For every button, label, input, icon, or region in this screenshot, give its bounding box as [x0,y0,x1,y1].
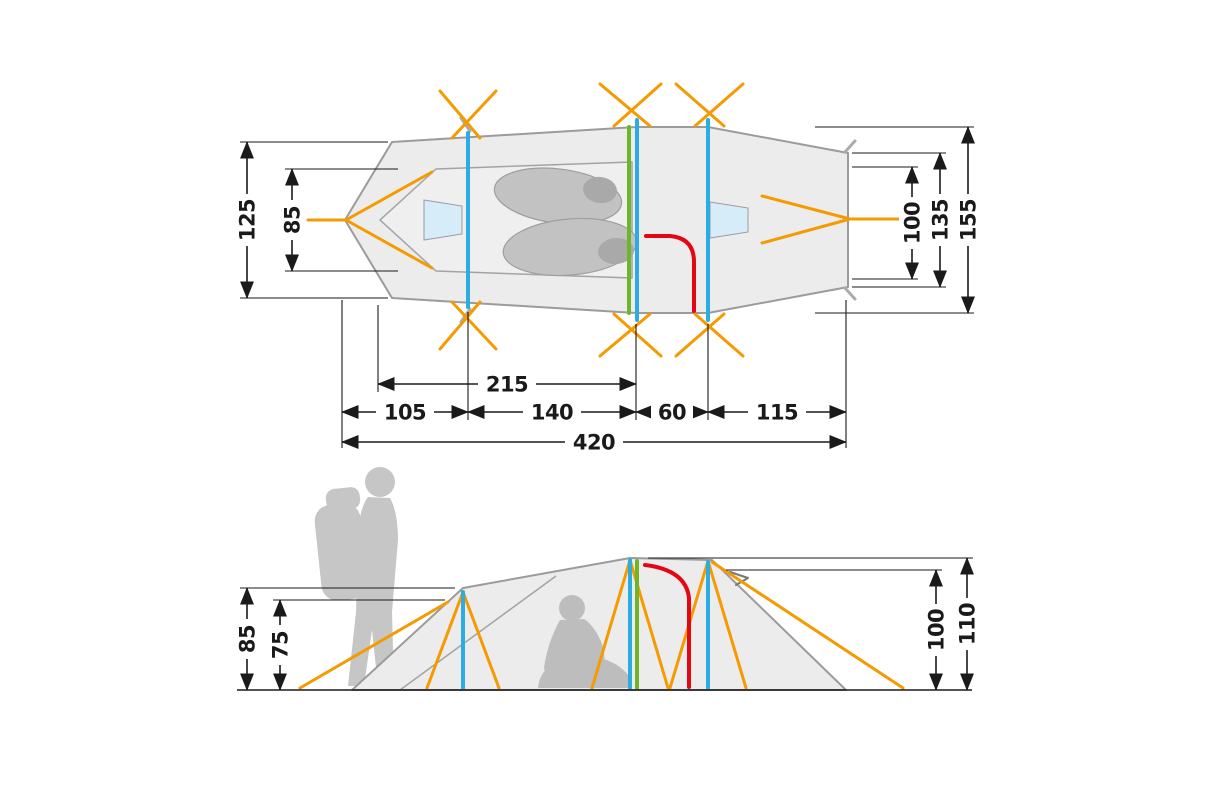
dim-label-60: 60 [658,400,686,424]
dim-width-right-inner: 100 [852,166,925,280]
dim-width-left-outer: 125 [234,141,388,299]
poles-side [461,558,710,690]
door-zipper-top [644,234,696,313]
side-view: 85 75 100 110 [234,467,980,691]
top-view: 125 85 100 [234,82,981,455]
sleeping-mats [493,167,638,277]
dim-height-left-inner: 75 [267,599,445,691]
dim-label-h110: 110 [955,603,979,645]
dim-width-right-outer: 155 [815,126,981,314]
dim-label-215: 215 [486,372,528,396]
dim-label-100: 100 [900,202,924,244]
guy-lines-top [306,82,908,358]
dim-label-h75: 75 [268,631,292,659]
dim-height-left-outer: 85 [234,587,455,691]
dim-label-420: 420 [573,430,615,454]
poles-top [466,118,710,322]
dim-lengths-bottom: 215 105 140 60 115 [341,300,847,455]
sitting-person-silhouette [538,595,632,688]
dim-label-115: 115 [756,400,798,424]
dim-height-right-outer: 110 [648,557,980,691]
dim-label-h85: 85 [235,625,259,653]
front-vent [423,199,463,241]
dim-label-125: 125 [235,199,259,241]
dim-label-135: 135 [928,199,952,241]
dim-label-h100: 100 [924,609,948,651]
dim-label-105: 105 [384,400,426,424]
dim-label-155: 155 [956,199,980,241]
door-zipper-side [643,563,691,689]
dim-width-right-mid: 135 [852,152,953,288]
hiker-silhouette [314,467,398,686]
dim-label-85: 85 [280,206,304,234]
dim-height-right-inner: 100 [726,569,949,691]
rear-vent-flap [729,571,749,586]
dim-label-140: 140 [531,400,573,424]
dim-width-left-inner: 85 [279,168,398,272]
rear-vent [709,201,749,239]
